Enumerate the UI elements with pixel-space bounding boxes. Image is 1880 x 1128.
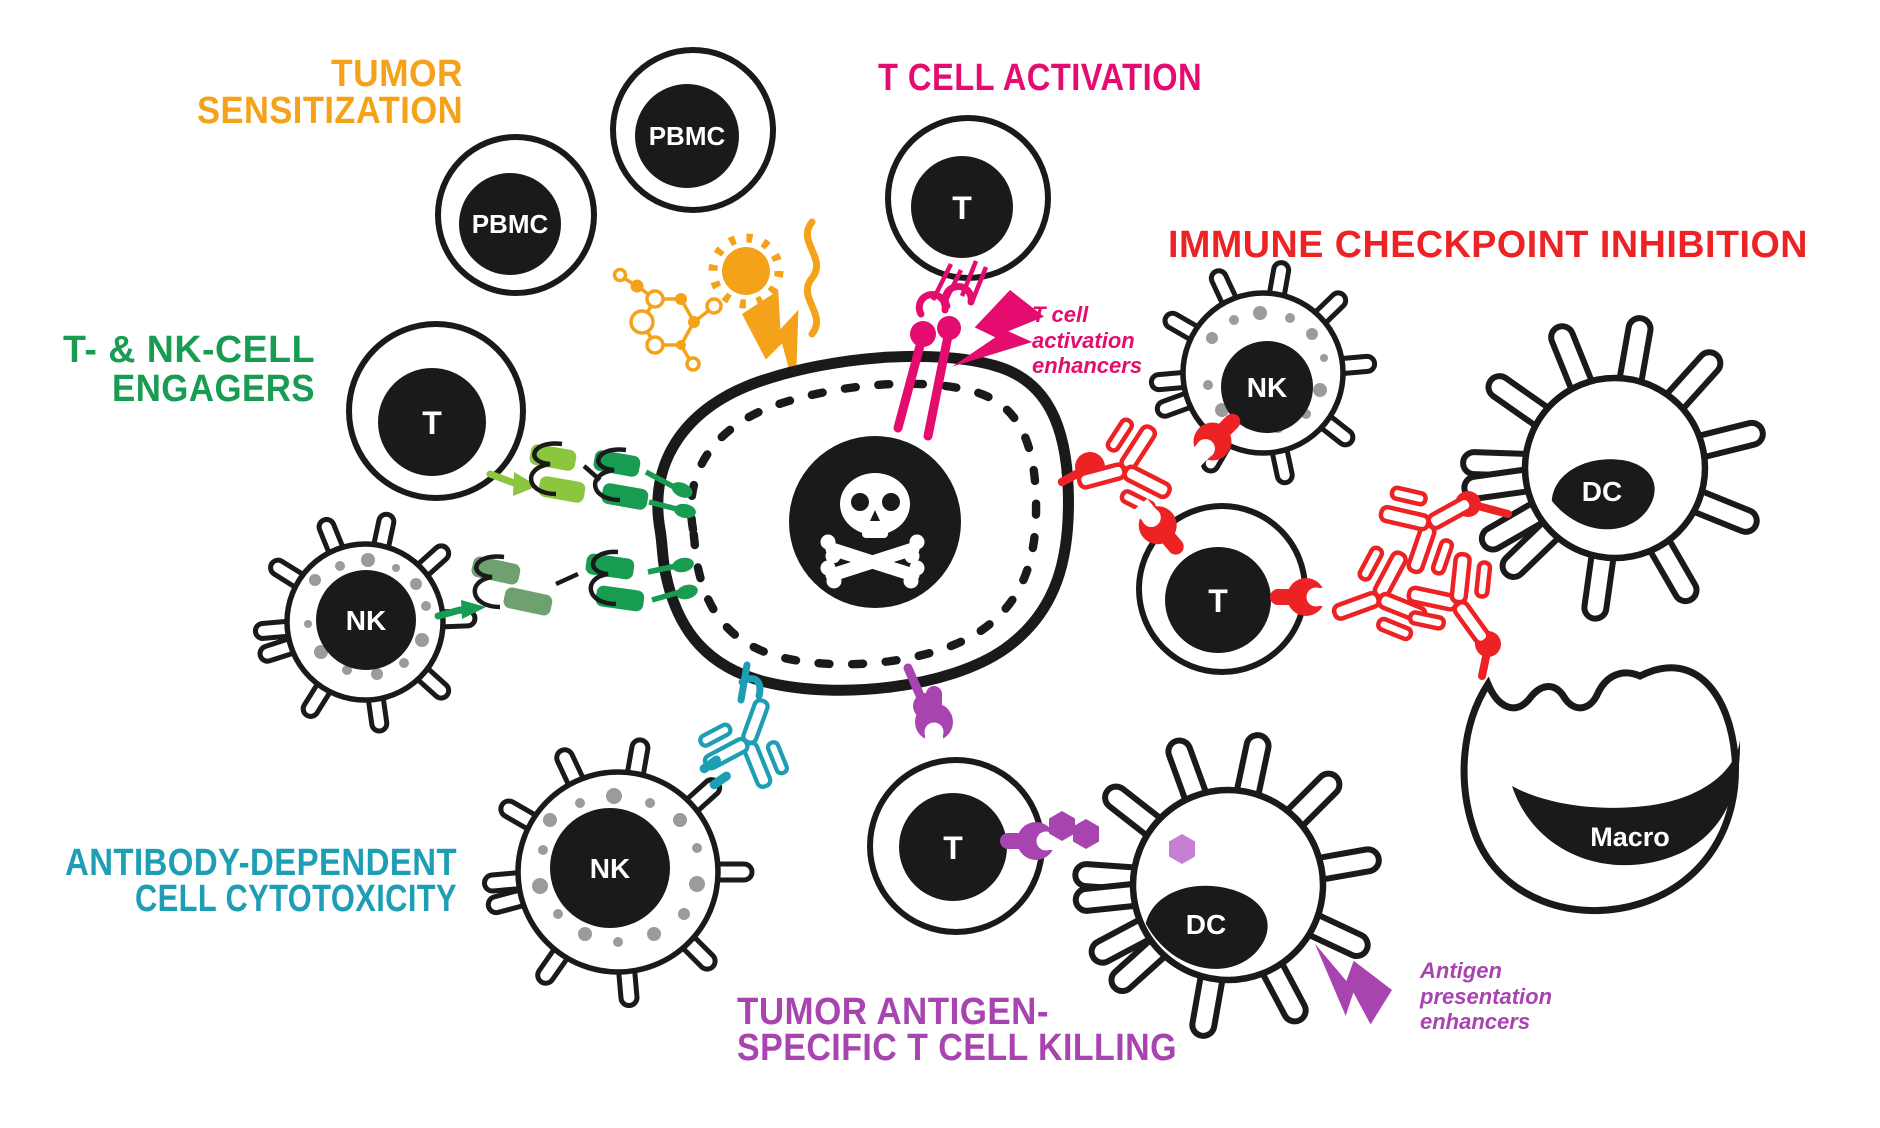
cell-pbmc2: PBMC — [610, 47, 776, 213]
adcc-fragment — [709, 771, 731, 790]
heading-line: CELL CYTOTOXICITY — [135, 878, 457, 920]
cell-label: T — [952, 190, 972, 226]
t-cell-killing-group — [903, 663, 1395, 1030]
engager-chain-nk-row — [434, 549, 698, 620]
heading-t-cell-activation: T CELL ACTIVATION — [878, 57, 1202, 99]
cell-macrophage: Macro — [1460, 664, 1741, 914]
tumor-cell — [644, 339, 1087, 709]
antigen-hexagon-icon — [1073, 819, 1099, 849]
cell-label: T — [422, 405, 442, 441]
engager-arrowhead — [461, 600, 486, 619]
granule-dots — [304, 553, 431, 680]
annotation-line: activation — [1032, 328, 1135, 353]
annotation-line: Antigen — [1419, 958, 1502, 983]
heading-line: ANTIBODY-DEPENDENT — [65, 842, 457, 884]
cell-t-top: T — [885, 115, 1051, 281]
cell-t-bottom: T — [867, 757, 1045, 935]
macrophage-membrane — [1460, 664, 1739, 914]
annotation-line: enhancers — [1420, 1009, 1530, 1034]
antigen-hexagon-icon — [1169, 834, 1195, 864]
cell-label: NK — [590, 853, 630, 884]
cell-nk-left: NK — [252, 511, 478, 734]
cell-dc-bottom: DC — [1072, 732, 1382, 1039]
cell-label: DC — [1186, 909, 1226, 940]
heading-line: SENSITIZATION — [197, 90, 463, 132]
macrophage-nucleus — [1512, 740, 1741, 866]
heading-engagers: T- & NK-CELL ENGAGERS — [63, 329, 315, 410]
rna-strand-icon — [803, 218, 821, 338]
cell-label: NK — [346, 605, 386, 636]
checkpoint-inhibition-group — [1057, 402, 1529, 680]
cell-label: PBMC — [472, 209, 549, 239]
heading-tumor-antigen-killing: TUMOR ANTIGEN- SPECIFIC T CELL KILLING — [737, 991, 1177, 1069]
cell-dc-right: DC — [1460, 315, 1766, 622]
engager-arrowhead — [513, 472, 538, 496]
cell-label: T — [943, 830, 963, 866]
cell-label: PBMC — [649, 121, 726, 151]
antigen-hexagon-icon — [1049, 811, 1075, 841]
engager-chain-t-row — [486, 441, 696, 519]
heading-line: SPECIFIC T CELL KILLING — [737, 1027, 1177, 1069]
sensitization-icons — [612, 218, 836, 398]
heading-line: TUMOR ANTIGEN- — [737, 991, 1049, 1033]
heading-tumor-sensitization: TUMOR SENSITIZATION — [197, 53, 463, 132]
cell-pbmc1: PBMC — [435, 134, 597, 296]
heading-line: TUMOR — [331, 53, 463, 95]
adcc-fragment — [699, 755, 721, 774]
cell-nk-top-right: NK — [1148, 260, 1378, 486]
annotation-t-cell-enhancers: T cell activation enhancers — [1032, 302, 1142, 378]
cell-t-left: T — [346, 321, 526, 501]
heading-line: T- & NK-CELL — [63, 329, 315, 371]
skull-and-crossbones-icon — [820, 473, 925, 589]
fc-receptor-icon — [737, 661, 764, 704]
cell-label: DC — [1582, 476, 1622, 507]
cell-label: Macro — [1590, 822, 1670, 852]
heading-adcc: ANTIBODY-DEPENDENT CELL CYTOTOXICITY — [65, 842, 457, 920]
annotation-line: enhancers — [1032, 353, 1142, 378]
annotation-line: presentation — [1419, 984, 1552, 1009]
heading-line: ENGAGERS — [112, 368, 315, 410]
cell-nk-bottom: NK — [481, 737, 755, 1009]
molecule-icon — [612, 267, 723, 372]
cell-label: T — [1208, 583, 1228, 619]
granule-dots — [532, 788, 705, 947]
heading-immune-checkpoint: IMMUNE CHECKPOINT INHIBITION — [1168, 224, 1808, 266]
oncolytic-virus-icon — [708, 233, 784, 309]
annotation-line: T cell — [1032, 302, 1089, 327]
adcc-group — [686, 661, 811, 797]
t-cell-activation-receptors — [893, 260, 1050, 441]
cell-label: NK — [1247, 372, 1287, 403]
annotation-antigen-enhancers: Antigen presentation enhancers — [1419, 958, 1552, 1034]
